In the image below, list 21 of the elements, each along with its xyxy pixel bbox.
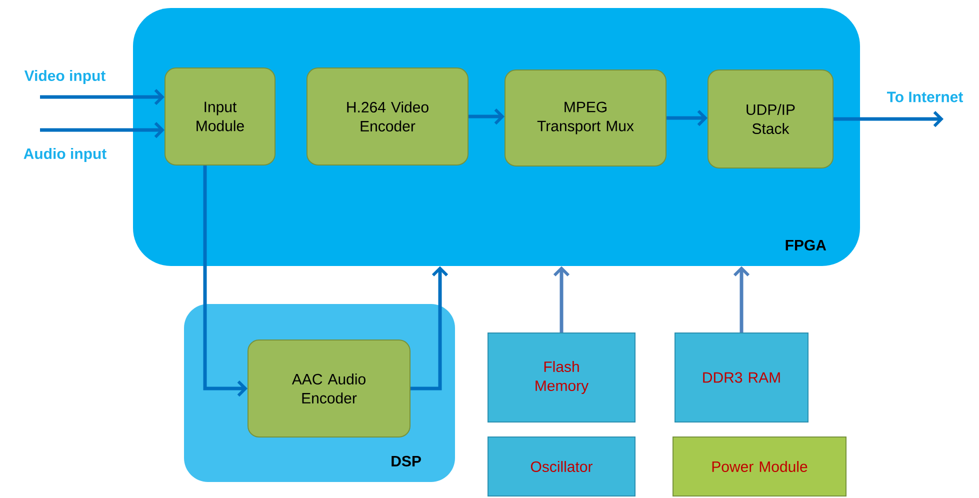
component-box: Flash Memory xyxy=(488,332,636,422)
component-box: DDR3 RAM xyxy=(674,332,808,422)
arrow xyxy=(410,266,448,390)
component-box: Power Module xyxy=(672,436,847,496)
arrow xyxy=(733,266,750,332)
process-box: H.264 Video Encoder xyxy=(306,68,468,166)
arrow xyxy=(666,110,708,126)
component-box: Oscillator xyxy=(488,436,636,496)
edge-label: To Internet xyxy=(887,92,964,102)
edge-label: Audio input xyxy=(24,148,106,162)
arrow xyxy=(468,108,504,125)
process-box: UDP/IP Stack xyxy=(708,70,834,168)
arrow xyxy=(553,266,570,332)
process-box: AAC Audio Encoder xyxy=(248,340,410,438)
process-box: Input Module xyxy=(164,68,276,166)
process-box: MPEG Transport Mux xyxy=(504,70,666,166)
arrow xyxy=(203,166,248,397)
arrow xyxy=(40,88,164,106)
arrow xyxy=(40,122,164,138)
edge-label: Video input xyxy=(24,70,106,84)
arrow xyxy=(834,110,944,128)
